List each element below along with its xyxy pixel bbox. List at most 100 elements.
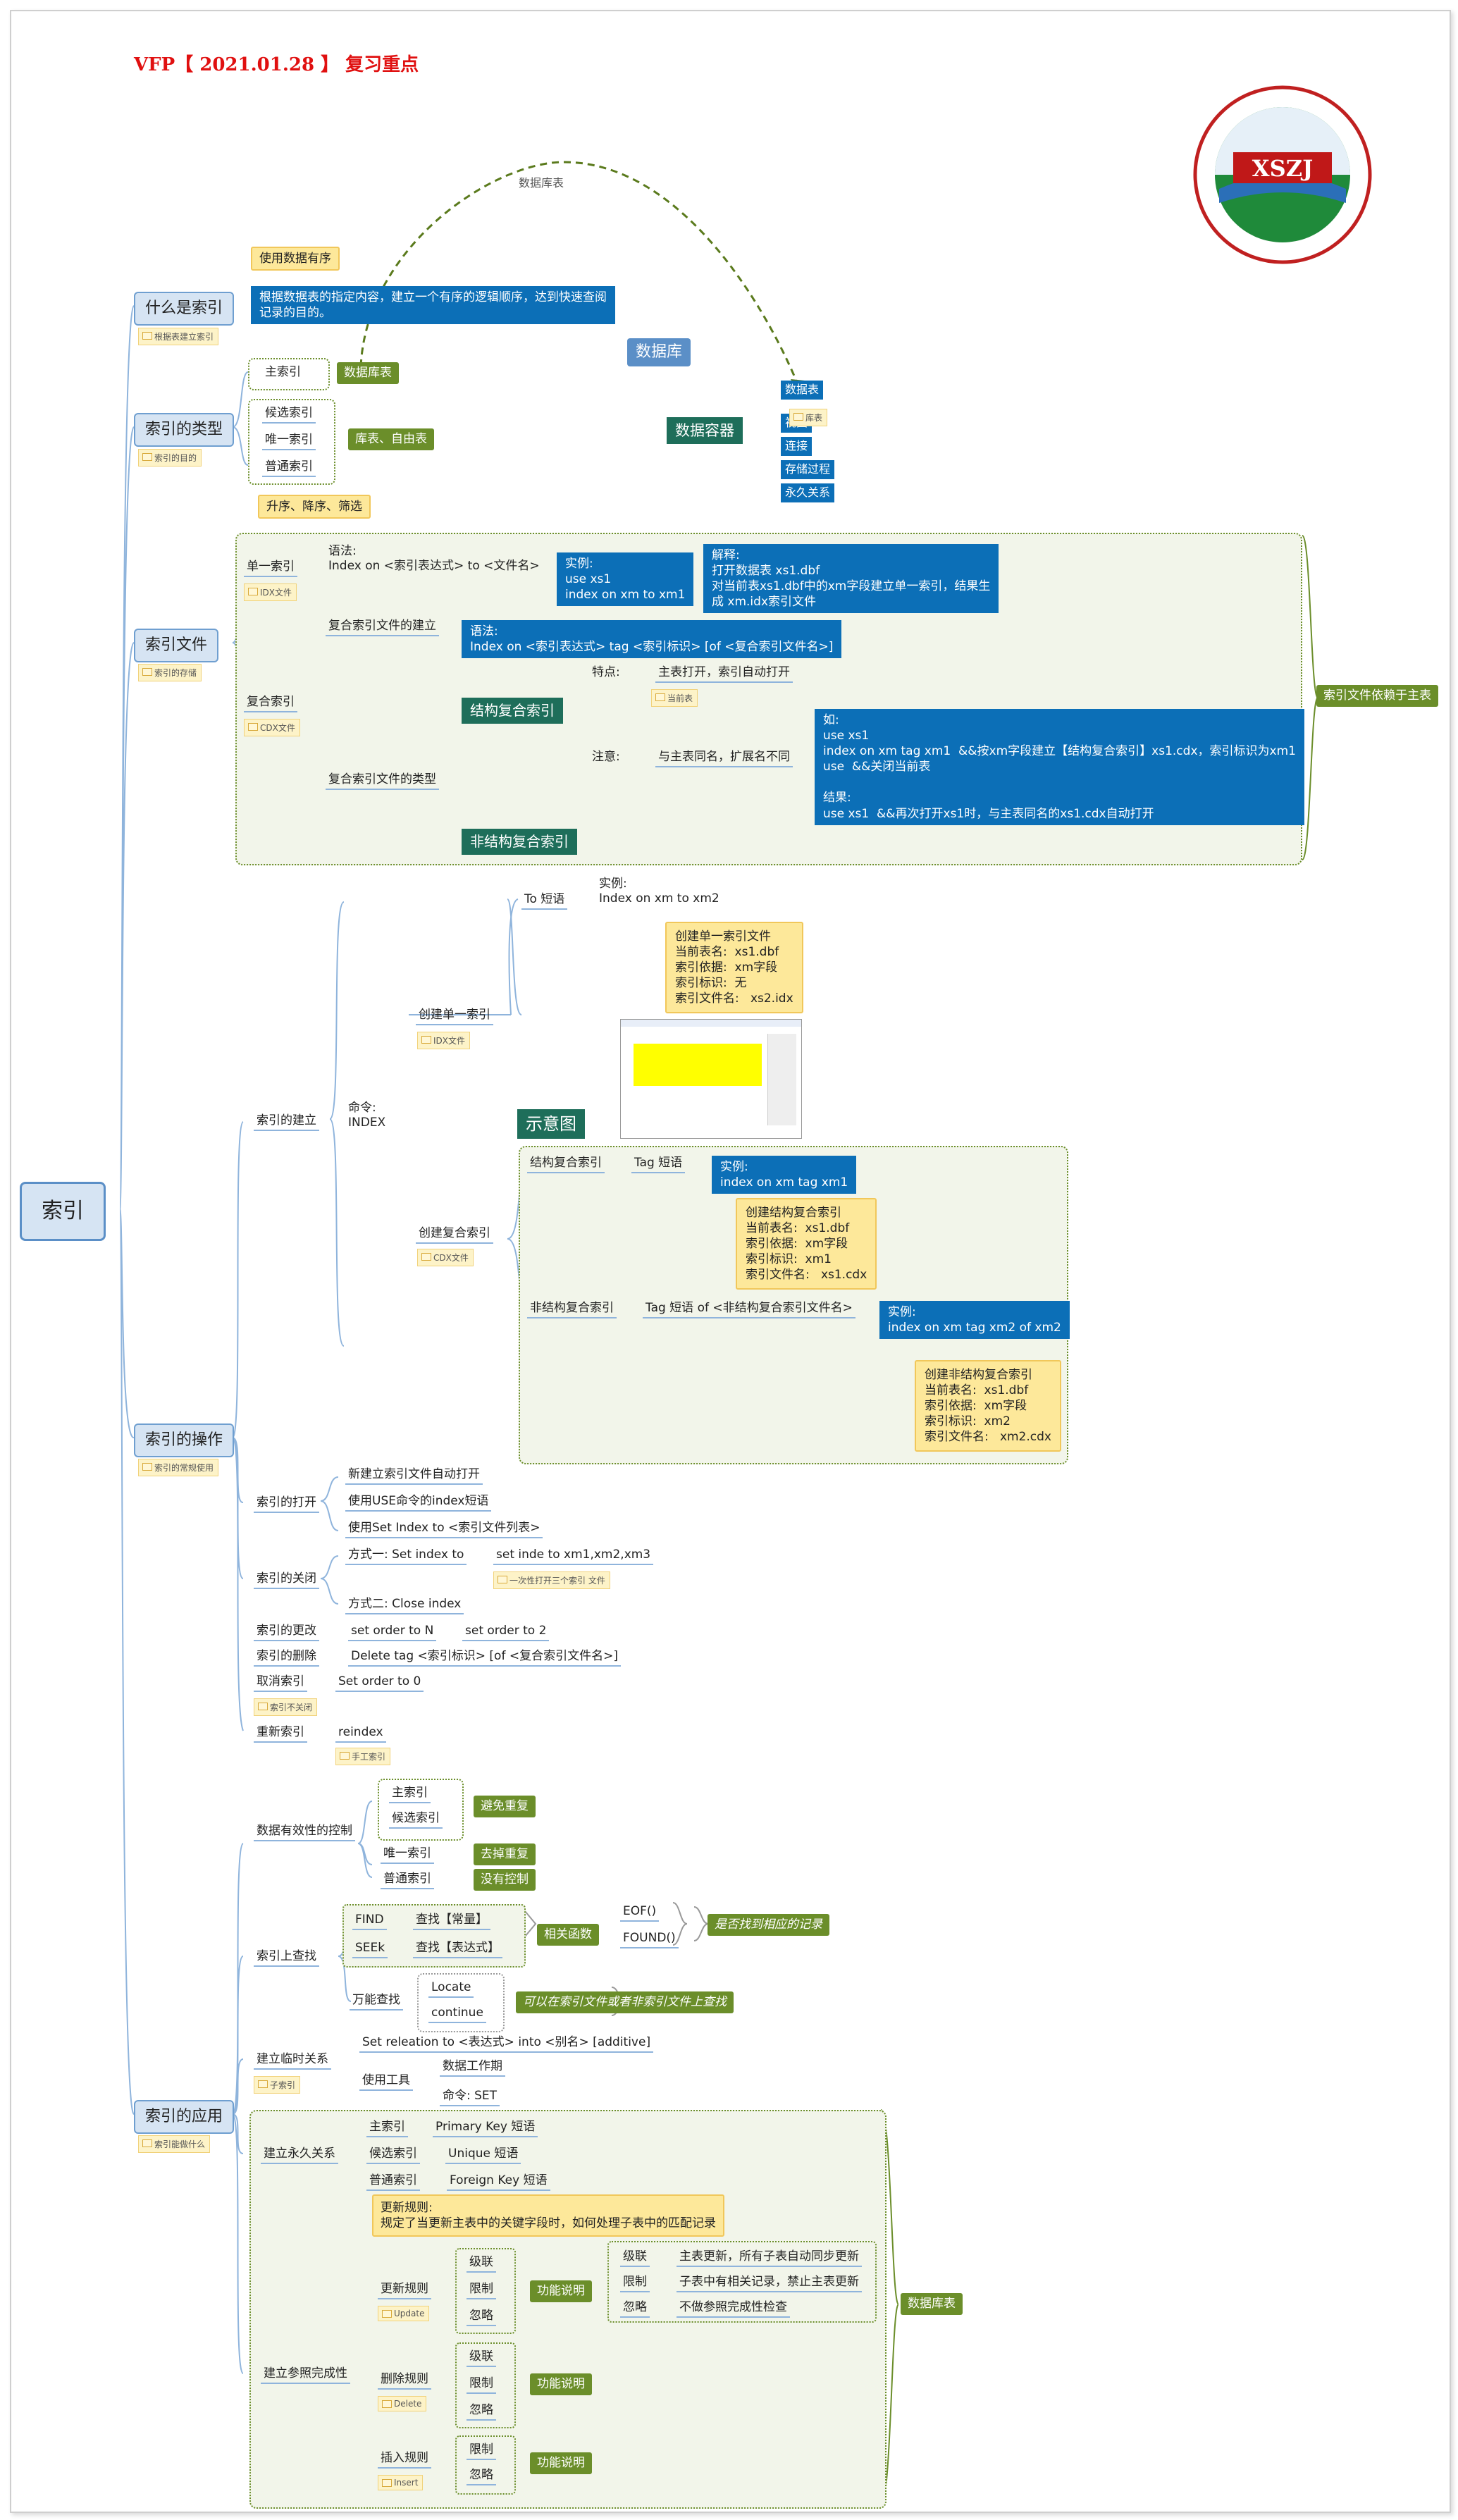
desc-restrict-label: 限制 <box>620 2273 650 2293</box>
app-universal-search: 万能查找 <box>350 1991 403 2011</box>
app-tool: 使用工具 <box>359 2072 413 2092</box>
app-temp-relation: 建立临时关系 <box>254 2051 331 2070</box>
db-item[interactable]: 永久关系 <box>781 483 835 502</box>
topic-index-files[interactable]: 索引文件 <box>134 629 219 662</box>
op-to-example: 实例: Index on xm to xm2 <box>599 877 719 906</box>
perm-pk: Primary Key 短语 <box>433 2118 538 2138</box>
tag-idx: IDX文件 <box>244 583 297 601</box>
group-insert-rules <box>455 2435 516 2495</box>
op-change: 索引的更改 <box>254 1622 319 1642</box>
syntax-single: 语法: Index on <索引表达式> to <文件名> <box>328 544 540 574</box>
badge-db-table: 数据库表 <box>901 2293 963 2316</box>
op-delete: 索引的删除 <box>254 1648 319 1667</box>
cancel-value: Set order to 0 <box>335 1673 424 1693</box>
op-cancel: 取消索引 <box>254 1673 307 1693</box>
topic-index-types[interactable]: 索引的类型 <box>134 413 235 447</box>
page-title: VFP【 2021.01.28 】 复习重点 <box>134 54 419 75</box>
badge-universal-note: 可以在索引文件或者非索引文件上查找 <box>516 1991 734 2014</box>
badge-both-tables: 库表、自由表 <box>348 428 434 451</box>
update-restrict: 限制 <box>467 2280 496 2300</box>
tag-three-files: 一次性打开三个索引 文件 <box>493 1571 610 1589</box>
tag-apps: 索引能做什么 <box>138 2135 211 2153</box>
update-cascade: 级联 <box>467 2254 496 2273</box>
app-candidate: 候选索引 <box>389 1810 443 1829</box>
label-database-table: 数据库表 <box>519 176 564 190</box>
tag-idx-2: IDX文件 <box>417 1032 471 1049</box>
app-search: 索引上查找 <box>254 1948 319 1968</box>
note-struct-file: 创建结构复合索引 当前表名: xs1.dbf 索引依据: xm字段 索引标识: … <box>736 1198 877 1290</box>
op-close: 索引的关闭 <box>254 1570 319 1590</box>
tag-not-closed: 索引不关闭 <box>254 1698 318 1716</box>
app-primary: 主索引 <box>389 1784 431 1804</box>
database-node[interactable]: 数据库 <box>627 338 691 366</box>
type-candidate: 候选索引 <box>262 404 316 424</box>
rule-update: 更新规则 <box>378 2280 431 2300</box>
perm-primary: 主索引 <box>366 2118 408 2138</box>
compound-build: 复合索引文件的建立 <box>326 617 439 637</box>
screenshot-thumbnail <box>620 1019 802 1139</box>
topic-what-is-index[interactable]: 什么是索引 <box>134 292 235 326</box>
tag-insert: Insert <box>378 2475 424 2490</box>
badge-avoid-dup: 避免重复 <box>474 1796 536 1818</box>
tag-update: Update <box>378 2306 430 2321</box>
desc-ignore: 不做参照完成性检查 <box>677 2299 790 2318</box>
group-rule-desc <box>607 2241 877 2323</box>
tag-what: 根据表建立索引 <box>138 328 219 345</box>
tag-types: 索引的目的 <box>138 449 202 467</box>
group-avoid-dup <box>378 1779 464 1841</box>
perm-candidate: 候选索引 <box>366 2145 420 2165</box>
badge-database-table: 数据库表 <box>337 362 399 385</box>
desc-cascade: 主表更新，所有子表自动同步更新 <box>677 2248 862 2268</box>
op-struct-compound: 结构复合索引 <box>527 1154 605 1174</box>
desc-cascade-label: 级联 <box>620 2248 650 2268</box>
app-continue: continue <box>428 2004 486 2024</box>
app-relation-cmd: Set releation to <表达式> into <别名> [additi… <box>359 2034 654 2053</box>
perm-uk: Unique 短语 <box>445 2145 521 2165</box>
db-item[interactable]: 存储过程 <box>781 460 835 479</box>
tag-cdx-2: CDX文件 <box>417 1249 474 1266</box>
update-ignore: 忽略 <box>467 2307 496 2327</box>
note-nonstruct-file: 创建非结构复合索引 当前表名: xs1.dbf 索引依据: xm字段 索引标识:… <box>915 1360 1061 1452</box>
open-item: 新建立索引文件自动打开 <box>345 1466 483 1486</box>
app-workspace: 数据工作期 <box>440 2058 505 2077</box>
app-find: FIND <box>352 1911 387 1931</box>
op-to-phrase: To 短语 <box>521 891 568 910</box>
note-ordered: 使用数据有序 <box>251 247 340 271</box>
delete-ignore: 忽略 <box>467 2402 496 2421</box>
tag-delete: Delete <box>378 2396 427 2411</box>
tag-ops: 索引的常规使用 <box>138 1459 219 1476</box>
op-command: 命令: INDEX <box>348 1101 386 1130</box>
school-logo: XSZJ <box>1193 85 1372 264</box>
topic-index-operations[interactable]: 索引的操作 <box>134 1423 235 1457</box>
explain-single: 解释: 打开数据表 xs1.dbf 对当前表xs1.dbf中的xm字段建立单一索… <box>703 544 999 614</box>
app-find-value: 查找【常量】 <box>413 1911 490 1931</box>
tag-manual: 手工索引 <box>335 1748 391 1765</box>
badge-func-update: 功能说明 <box>530 2280 592 2303</box>
note-sort: 升序、降序、筛选 <box>258 495 371 519</box>
tag-current-table: 当前表 <box>651 689 698 707</box>
syntax-compound: 语法: Index on <索引表达式> tag <索引标识> [of <复合索… <box>462 620 842 659</box>
insert-ignore: 忽略 <box>467 2466 496 2486</box>
what-description: 根据数据表的指定内容，建立一个有序的逻辑顺序，达到快速查阅 记录的目的。 <box>251 286 615 325</box>
note-update-rule: 更新规则: 规定了当更新主表中的关键字段时，如何处理子表中的匹配记录 <box>372 2194 724 2237</box>
badge-depends-on-table: 索引文件依赖于主表 <box>1316 685 1438 708</box>
db-item[interactable]: 数据表 <box>781 381 824 400</box>
close-way1: 方式一: Set index to <box>345 1546 467 1566</box>
app-found: FOUND() <box>620 1929 679 1949</box>
single-index: 单一索引 <box>244 558 297 578</box>
db-item[interactable]: 连接 <box>781 437 813 456</box>
type-normal: 普通索引 <box>262 458 316 478</box>
badge-related-functions: 相关函数 <box>537 1924 599 1946</box>
root-topic[interactable]: 索引 <box>20 1182 106 1241</box>
op-create-compound: 创建复合索引 <box>416 1225 493 1244</box>
app-validity: 数据有效性的控制 <box>254 1822 355 1842</box>
rule-delete: 删除规则 <box>378 2371 431 2390</box>
group-find-seek <box>342 1904 526 1968</box>
note-label: 注意: <box>592 750 620 764</box>
desc-ignore-label: 忽略 <box>620 2299 650 2318</box>
data-container-node[interactable]: 数据容器 <box>667 417 743 445</box>
app-eof: EOF() <box>620 1903 660 1922</box>
app-seek-value: 查找【表达式】 <box>413 1939 502 1959</box>
topic-index-applications[interactable]: 索引的应用 <box>134 2100 235 2134</box>
op-tagof-example: 实例: index on xm tag xm2 of xm2 <box>879 1301 1070 1340</box>
